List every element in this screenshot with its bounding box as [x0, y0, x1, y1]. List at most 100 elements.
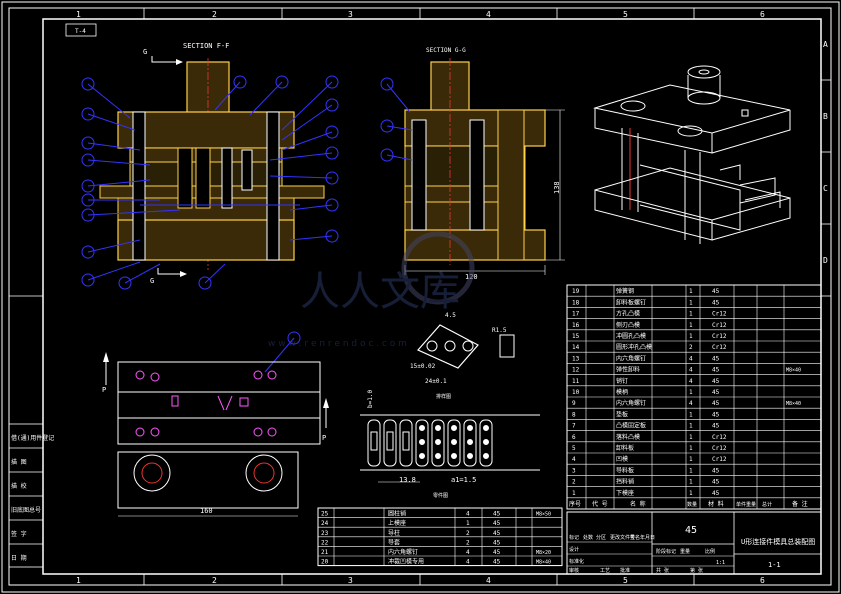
bom-row-no: 13 [572, 355, 580, 362]
title-block-label: 签名 [630, 534, 640, 541]
bom-row-material: Cr12 [712, 445, 727, 452]
title-block-label: 共 张 [656, 567, 669, 574]
part-balloon [81, 193, 95, 207]
part-balloon [380, 77, 394, 91]
part-balloon [325, 75, 339, 89]
part-balloon [380, 119, 394, 133]
bom-row-qty: 1 [689, 423, 693, 430]
dim-r1-5: R1.5 [492, 327, 507, 334]
part-balloon [198, 276, 212, 290]
bom-row-note: M8×40 [536, 560, 551, 566]
part-balloon [81, 208, 95, 222]
bom-row-material: Cr12 [712, 311, 727, 318]
title-block-label: 标记 [569, 534, 579, 541]
bom-row-material: Cr12 [712, 333, 727, 340]
part-balloon [81, 77, 95, 91]
bom-row-qty: 4 [689, 378, 693, 385]
title-block: 45 U形连接件模具总装配图 1-1 1:1 标记处数分区更改文件号签名年月日设… [566, 511, 822, 575]
bom-row-no: 3 [572, 467, 576, 474]
bom-row-name: 落料凸模 [616, 433, 640, 441]
bom-row-material: 45 [712, 400, 720, 407]
col-label-3-bottom: 3 [348, 576, 353, 585]
part-balloon [275, 75, 289, 89]
bom-row-no: 25 [321, 511, 329, 518]
title-block-drawing-no: 1-1 [768, 561, 781, 569]
bom-row-qty: 1 [689, 479, 693, 486]
part-balloon [325, 146, 339, 160]
bom-header-material: 材 料 [708, 500, 724, 508]
bom-row-no: 15 [572, 333, 580, 340]
section-ff-title: SECTION F-F [183, 42, 229, 50]
bom-row-qty: 1 [689, 299, 693, 306]
bom-header-unit: 单件重量 [736, 501, 756, 508]
title-block-label: 设计 [569, 546, 579, 553]
title-block-label: 阶段标记 [656, 548, 676, 555]
bom-row-material: 45 [493, 539, 501, 546]
left-block-2: 描 校 [11, 482, 27, 490]
bom-row-name: 弹性卸料 [616, 366, 640, 374]
row-label-a: A [823, 40, 828, 49]
ff-balloons [81, 75, 339, 290]
left-block-4: 签 字 [11, 530, 27, 538]
row-label-b: B [823, 112, 828, 121]
dim-part-4-5: 4.5 [445, 312, 456, 319]
isometric-view [593, 65, 791, 244]
title-block-label: 比例 [705, 548, 715, 555]
dim-strip-b: b=1.0 [367, 390, 374, 408]
bom-row-no: 20 [321, 559, 329, 566]
part-balloon [325, 125, 339, 139]
part-caption: 零件图 [433, 492, 448, 499]
col-label-5-bottom: 5 [623, 576, 628, 585]
g-marker-bottom: G [150, 277, 154, 285]
bom-row-name: 挡料销 [616, 478, 634, 486]
dim-part-24: 24±0.1 [425, 378, 447, 385]
bom-row-qty: 1 [689, 389, 693, 396]
bom-row-material: 45 [712, 288, 720, 295]
drawing-id-tag: T-4 [75, 28, 86, 35]
bom-row-note: M8×50 [536, 512, 551, 518]
bom-row-qty: 4 [466, 549, 470, 556]
bom-row-material: 45 [493, 559, 501, 566]
bom-row-material: 45 [712, 299, 720, 306]
watermark-url: w w w . r e n r e n d o c . c o m [268, 339, 407, 349]
bom-row-no: 21 [321, 549, 329, 556]
bom-row-qty: 2 [466, 530, 470, 537]
bom-row-name: 圆柱销 [388, 510, 406, 518]
bom-row-material: Cr12 [712, 322, 727, 329]
bom-row-no: 5 [572, 445, 576, 452]
col-label-5: 5 [623, 10, 628, 19]
col-label-2-bottom: 2 [212, 576, 217, 585]
bom-row-qty: 1 [689, 311, 693, 318]
left-block-1: 描 图 [11, 458, 27, 466]
part-balloon [81, 107, 95, 121]
col-label-2: 2 [212, 10, 217, 19]
section-gg-title: SECTION G-G [426, 47, 466, 54]
bom-row-no: 9 [572, 400, 576, 407]
col-label-6: 6 [760, 10, 765, 19]
bom-row-name: 卸料板 [616, 444, 634, 452]
zone-row-labels: A B C D [823, 40, 828, 265]
bom-row-material: 45 [712, 467, 720, 474]
bom-row-material: 45 [493, 520, 501, 527]
bom-row-material: Cr12 [712, 344, 727, 351]
dim-width-160: 160 [200, 507, 213, 515]
bom-row-material: Cr12 [712, 456, 727, 463]
bom-row: 17 方孔凸模 1 Cr12 [567, 310, 821, 319]
bom-row-qty: 2 [689, 344, 693, 351]
bom-row-name: 方孔凸模 [616, 310, 640, 318]
title-block-label: 审核 [569, 567, 579, 574]
bom-row-no: 17 [572, 311, 580, 318]
bom-row-no: 18 [572, 299, 580, 306]
